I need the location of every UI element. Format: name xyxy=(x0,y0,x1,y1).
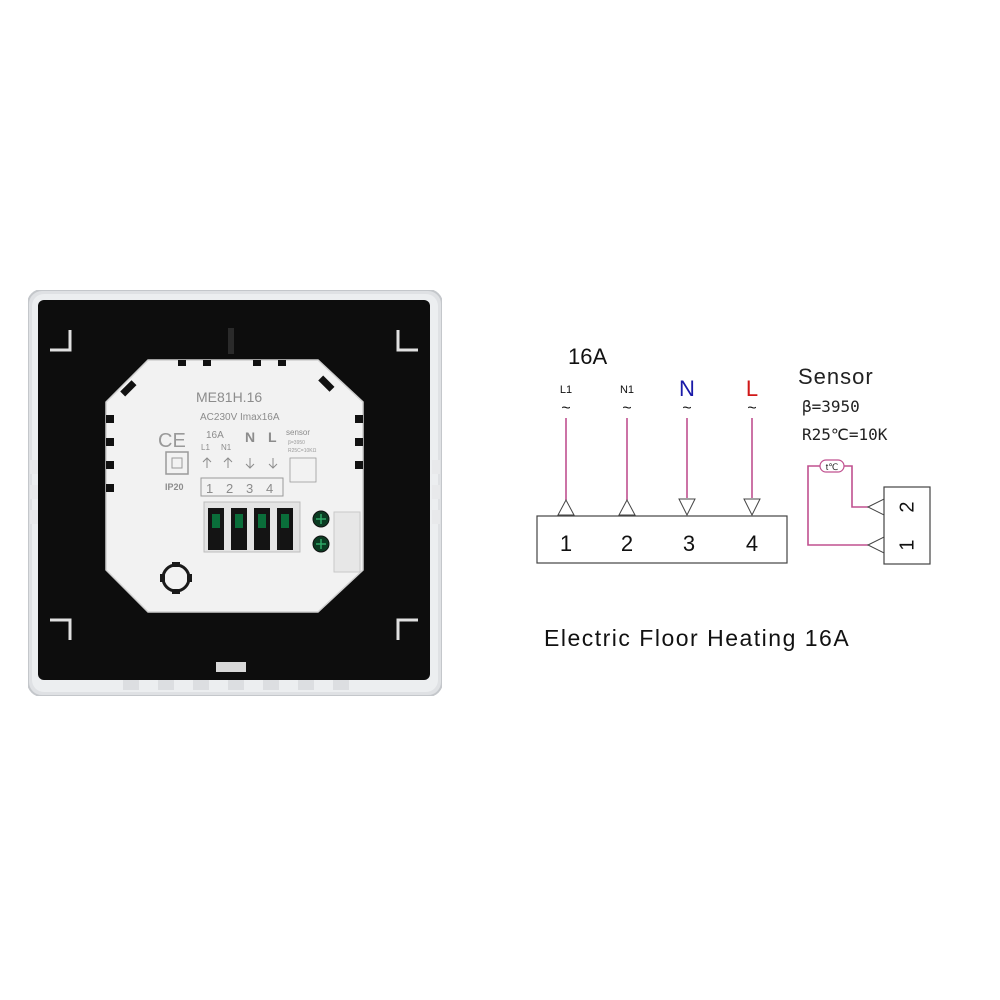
sensor-resistance: R25℃=10K xyxy=(802,425,888,444)
arrow-left-icon xyxy=(866,498,885,516)
sensor-wire-2 xyxy=(844,465,868,508)
thermistor-label: t℃ xyxy=(826,462,839,472)
terminal-strip xyxy=(536,515,788,564)
terminal-3: 3 xyxy=(683,531,695,556)
arrow-up-icon xyxy=(618,498,636,516)
module-l1-label: L1 xyxy=(201,443,210,452)
sensor-terminal-strip xyxy=(883,486,931,565)
module-current-label: 16A xyxy=(206,430,224,441)
input-label-l1: L1 xyxy=(560,384,572,396)
arrow-left-icon xyxy=(866,536,885,554)
sensor-terminal-2: 2 xyxy=(896,501,918,512)
sensor-title: Sensor xyxy=(798,364,874,389)
current-rating-label: 16A xyxy=(568,344,607,369)
ac-tilde: ~ xyxy=(561,400,570,417)
module-terminal-1: 1 xyxy=(206,481,213,496)
ac-tilde: ~ xyxy=(622,400,631,417)
input-label-l: L xyxy=(746,376,758,401)
module-n-label: N xyxy=(245,429,255,445)
sensor-terminal-1: 1 xyxy=(896,539,918,550)
module-terminal-4: 4 xyxy=(266,481,273,496)
rating-text: AC230V Imax16A xyxy=(200,412,280,423)
ip-rating: IP20 xyxy=(165,482,184,492)
arrow-down-icon xyxy=(678,498,696,517)
module-n1-label: N1 xyxy=(221,443,232,452)
arrow-up-icon xyxy=(557,498,575,516)
arrow-down-icon xyxy=(743,498,761,517)
model-text: ME81H.16 xyxy=(196,389,262,405)
input-label-n: N xyxy=(679,376,695,401)
ac-tilde: ~ xyxy=(682,400,691,417)
input-label-n1: N1 xyxy=(620,384,634,396)
terminal-2: 2 xyxy=(621,531,633,556)
terminal-1: 1 xyxy=(560,531,572,556)
terminal-4: 4 xyxy=(746,531,758,556)
sensor-beta: β=3950 xyxy=(802,397,860,416)
module-terminal-3: 3 xyxy=(246,481,253,496)
ac-tilde: ~ xyxy=(747,400,756,417)
ip-symbol xyxy=(165,451,189,475)
ce-mark: CE xyxy=(158,430,186,452)
module-l-label: L xyxy=(268,429,277,445)
module-sensor-label: sensor xyxy=(286,428,310,437)
thermostat-back-photo: ME81H.16 AC230V Imax16A CE 16A L1 N1 N L… xyxy=(28,290,442,696)
diagram-caption: Electric Floor Heating 16A xyxy=(544,625,850,651)
module-sensor-beta: β=3950 xyxy=(288,440,305,446)
sensor-wire-1 xyxy=(807,465,868,546)
module-sensor-r: R25C=10KΩ xyxy=(288,448,317,454)
module-terminal-2: 2 xyxy=(226,481,233,496)
